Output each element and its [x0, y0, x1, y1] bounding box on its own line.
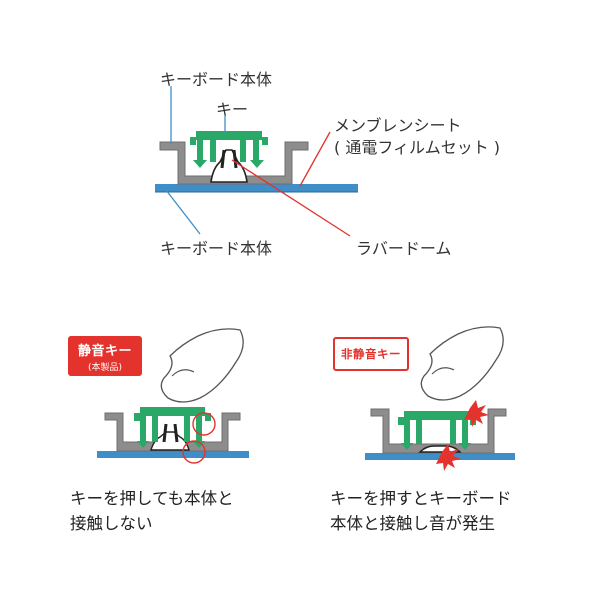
rubber-dome-stem-left — [220, 149, 226, 169]
leader-membrane — [299, 131, 331, 187]
quiet-rubber-dome — [150, 431, 190, 451]
quiet-membrane-sheet — [97, 451, 249, 458]
rubber-dome-stem-right — [232, 149, 238, 169]
impact-icon-lower — [436, 444, 461, 471]
key-cap — [190, 131, 268, 168]
leader-body-bottom — [165, 189, 201, 235]
keyboard-body-frame — [159, 141, 309, 185]
non-quiet-key-cap — [398, 411, 476, 450]
non-quiet-caption-line1: キーを押すとキーボード — [330, 489, 512, 508]
non-quiet-caption-line2: 本体と接触し音が発生 — [330, 514, 495, 533]
quiet-gap-circle-lower — [182, 440, 206, 464]
finger-nail — [171, 369, 195, 377]
label-membrane-sheet: メンブレンシート — [334, 116, 462, 135]
membrane-sheet — [155, 184, 358, 192]
label-keyboard-body-bottom: キーボード本体 — [160, 239, 273, 258]
quiet-key-cap — [134, 407, 211, 448]
non-quiet-body-frame — [370, 408, 507, 454]
rubber-dome — [210, 149, 248, 183]
label-keyboard-body-top: キーボード本体 — [160, 70, 273, 89]
quiet-caption-line2: 接触しない — [70, 514, 153, 533]
quiet-dome-stem-left — [162, 423, 168, 443]
finger-icon — [160, 328, 244, 403]
quiet-key-badge-sub: (本製品) — [87, 363, 123, 373]
leader-rubber-dome — [231, 159, 351, 237]
label-rubber-dome: ラバードーム — [356, 239, 452, 258]
finger-icon — [420, 326, 504, 401]
finger-nail — [431, 367, 455, 375]
quiet-key-badge: 静音キー (本製品) — [68, 336, 142, 376]
non-quiet-key-badge-title: 非静音キー — [341, 347, 401, 361]
quiet-dome-stem-right — [173, 423, 179, 443]
label-membrane-sub: ( 通電フィルムセット ) — [334, 138, 501, 157]
impact-icon-upper — [464, 400, 489, 427]
label-key: キー — [216, 100, 249, 119]
quiet-caption-line1: キーを押しても本体と — [70, 489, 234, 508]
non-quiet-key-badge: 非静音キー — [333, 337, 409, 371]
quiet-gap-circle-upper — [192, 412, 216, 436]
quiet-key-badge-title: 静音キー — [77, 344, 132, 359]
